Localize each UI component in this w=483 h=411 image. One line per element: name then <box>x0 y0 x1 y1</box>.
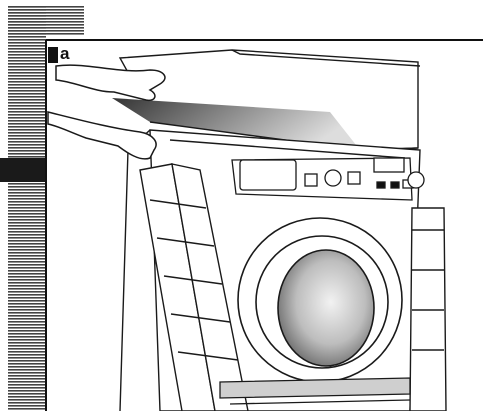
hands <box>47 64 166 160</box>
program-selector-knob <box>324 169 342 187</box>
power-knob <box>407 171 425 189</box>
stripe-header-block <box>8 6 84 36</box>
option-button-2 <box>390 181 400 189</box>
stripe-margin-bar <box>8 6 46 411</box>
option-button-1 <box>376 181 386 189</box>
control-panel <box>231 157 425 201</box>
detergent-drawer <box>239 159 297 191</box>
step-label: a <box>60 44 70 63</box>
start-button-icon <box>347 171 361 185</box>
program-button-icon <box>304 173 318 187</box>
packaging-left <box>139 163 249 411</box>
door-glass <box>277 249 375 367</box>
door <box>237 217 403 383</box>
display-window <box>373 157 405 173</box>
dark-section-tab <box>0 158 46 182</box>
worktop-shadow <box>112 98 360 150</box>
packaging-right <box>409 207 447 411</box>
pallet <box>219 377 411 405</box>
step-marker <box>48 47 58 63</box>
worktop-lid <box>112 49 421 151</box>
